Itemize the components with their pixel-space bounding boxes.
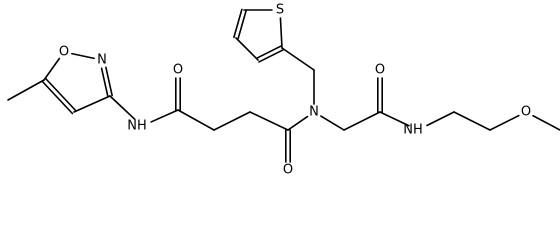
- atom-label-amide3-nh: NH: [403, 123, 423, 138]
- atom-label-ring-o: O: [59, 45, 69, 60]
- bond-t4-t5-a: [237, 9, 247, 40]
- molecule-structure: O N NH O O N S O NH O: [7, 3, 560, 178]
- bond-t2-t3-a: [256, 45, 282, 59]
- bond-c13-nc: [287, 115, 309, 131]
- atom-label-amide1-nh: NH: [127, 119, 147, 134]
- atom-label-amide3-o: O: [375, 63, 385, 78]
- bond-c16-nh2: [379, 111, 410, 127]
- bond-t2-t3-b: [258, 49, 284, 63]
- bond-c17-c18: [453, 111, 491, 131]
- bond-o1-n2: [71, 52, 95, 60]
- bond-ts-t2: [279, 17, 283, 49]
- bond-c3-c4: [73, 95, 111, 113]
- bond-c4-c5-a: [44, 77, 77, 112]
- bond-c18-oe: [489, 114, 520, 131]
- bond-c11-c12: [213, 111, 251, 131]
- bond-me1-c5: [7, 79, 45, 101]
- atom-label-ether-o: O: [521, 105, 531, 120]
- bond-nh2-c17: [426, 111, 455, 127]
- atom-label-thio-s: S: [276, 3, 284, 18]
- bond-nh1-c10: [150, 109, 179, 123]
- bond-n2-c3-b: [105, 66, 113, 97]
- bond-c15-c16: [343, 111, 381, 131]
- atom-label-amide1-o: O: [173, 63, 183, 78]
- bond-c12-c13: [249, 111, 289, 131]
- bond-t4-t5-b: [233, 8, 243, 39]
- bond-c4-c5-b: [41, 80, 74, 115]
- bond-t3-t4: [235, 37, 259, 61]
- bond-c14-t2: [281, 47, 315, 71]
- bond-nc-c15: [320, 115, 345, 131]
- atom-label-layer: O N NH O O N S O NH O: [59, 3, 531, 178]
- atom-label-amide2-o: O: [283, 163, 293, 178]
- bond-oe-me2: [532, 114, 560, 131]
- bond-c10-c11: [177, 109, 215, 131]
- atom-label-central-n: N: [309, 105, 319, 120]
- bond-n2-c3-a: [100, 67, 109, 98]
- bond-layer: [7, 8, 560, 163]
- atom-label-ring-n: N: [97, 53, 107, 68]
- bond-c3-nh1: [109, 95, 136, 120]
- bond-c5-o1: [43, 57, 61, 81]
